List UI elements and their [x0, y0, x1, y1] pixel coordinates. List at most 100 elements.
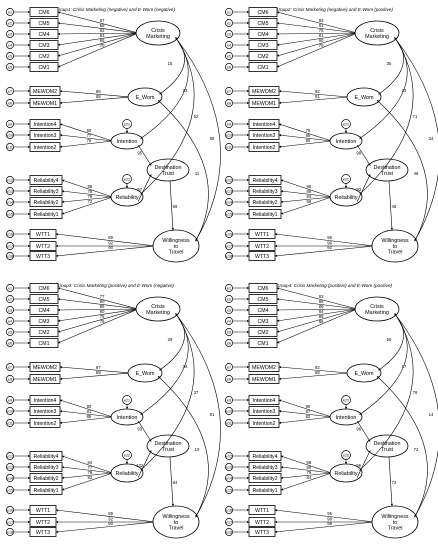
indicator-label: Reliability2 [33, 476, 58, 482]
correlation-value: 15 [168, 61, 173, 66]
loading-value: 76 [100, 319, 105, 324]
indicator-label: CM4 [258, 32, 269, 38]
indicator-label: CM2 [39, 54, 50, 60]
error-label: e11 [226, 421, 232, 425]
loading-value: 98 [327, 517, 332, 522]
indicator-label: CM6 [39, 286, 50, 292]
correlation-value: 46 [414, 171, 419, 176]
error-label: e3 [8, 308, 12, 312]
loading-arrow [59, 410, 113, 418]
loading-arrow [59, 140, 113, 148]
indicator-label: Intention4 [34, 122, 57, 128]
loading-arrow [61, 196, 113, 203]
loading-arrow [280, 196, 332, 215]
loading-value: 83 [100, 33, 105, 38]
loading-arrow [59, 123, 113, 142]
loading-value: 69 [306, 199, 311, 204]
loading-value: 82 [87, 475, 92, 480]
disturbance-label: e22 [343, 453, 349, 457]
error-label: e9 [8, 398, 12, 402]
loading-arrow [57, 308, 139, 333]
error-label: e11 [7, 421, 13, 425]
error-label: e6 [8, 65, 12, 69]
indicator-label: Reliability3 [33, 189, 58, 195]
loading-arrow [278, 372, 349, 381]
loading-arrow [276, 308, 358, 312]
indicator-label: CM6 [258, 10, 269, 16]
error-label: e15 [7, 212, 13, 216]
loading-value: 90 [108, 521, 113, 526]
loading-value: 91 [315, 94, 320, 99]
indicator-label: WTT2 [255, 520, 269, 526]
indicator-label: CM1 [39, 65, 50, 71]
loading-value: 70 [100, 43, 105, 48]
panel-title: Group4: Crisis Marketing (positive) and … [276, 283, 393, 288]
error-label: e17 [226, 244, 232, 248]
loading-value: 84 [306, 475, 311, 480]
loading-value: 86 [306, 184, 311, 189]
loading-value: 88 [96, 370, 101, 375]
loading-arrow [61, 179, 113, 198]
indicator-label: WTT2 [36, 520, 50, 526]
loading-arrow [59, 96, 130, 105]
path-coefficient: 93 [137, 426, 142, 431]
indicator-label: Intention3 [34, 409, 57, 415]
error-label: e4 [8, 43, 12, 47]
error-label: e7 [227, 89, 231, 93]
error-label: e5 [8, 330, 12, 334]
loading-value: 80 [306, 465, 311, 470]
indicator-label: CM6 [258, 286, 269, 292]
indicator-label: Reliability4 [252, 178, 277, 184]
indicator-label: MEWOM2 [33, 89, 57, 95]
correlation-value: 14 [429, 412, 434, 417]
loading-arrow [278, 416, 332, 424]
loading-arrow [276, 11, 358, 34]
path-coefficient: 93 [356, 187, 361, 192]
indicator-label: Reliability2 [252, 476, 277, 482]
panel-title: Group1: Crisis Marketing (negative) and … [55, 7, 175, 12]
loading-value: 82 [306, 414, 311, 419]
loading-value: 86 [319, 299, 324, 304]
loading-value: 88 [87, 184, 92, 189]
loading-value: 65 [100, 38, 105, 43]
error-label: e8 [227, 377, 231, 381]
loading-arrow [57, 308, 139, 312]
loading-arrow [57, 298, 139, 310]
loading-arrow [57, 11, 139, 34]
error-label: e2 [227, 297, 231, 301]
indicator-label: Intention4 [253, 122, 276, 128]
panel-group-3: Group3: Crisis Marketing (positive) and … [6, 283, 221, 539]
error-label: e13 [7, 189, 13, 193]
correlation-arc [157, 375, 209, 518]
loading-value: 87 [306, 409, 311, 414]
latent-label-rel: Reliability [334, 195, 357, 201]
indicator-label: WTT1 [36, 508, 50, 514]
indicator-label: CM1 [39, 341, 50, 347]
error-label: e8 [227, 101, 231, 105]
indicator-label: CM3 [258, 43, 269, 49]
indicator-label: Intention4 [253, 398, 276, 404]
loading-arrow [280, 455, 332, 474]
correlation-value: 11 [195, 171, 200, 176]
loading-arrow [59, 365, 130, 374]
loading-value: 86 [319, 319, 324, 324]
correlation-value: 52 [194, 114, 199, 119]
correlation-value: 17 [402, 364, 407, 369]
error-label: e14 [226, 476, 232, 480]
error-label: e6 [227, 341, 231, 345]
loading-arrow [57, 32, 139, 36]
error-label: e10 [226, 133, 232, 137]
loading-arrow [57, 32, 139, 57]
path-coefficient: 69 [173, 204, 178, 209]
disturbance-label: e22 [124, 177, 130, 181]
loading-value: 96 [327, 235, 332, 240]
loading-value: 90 [306, 404, 311, 409]
indicator-label: Reliability4 [33, 454, 58, 460]
error-label: e17 [7, 520, 13, 524]
error-label: e8 [8, 101, 12, 105]
indicator-label: CM5 [39, 297, 50, 303]
error-label: e9 [227, 122, 231, 126]
correlation-value: 29 [168, 337, 173, 342]
error-label: e10 [7, 409, 13, 413]
